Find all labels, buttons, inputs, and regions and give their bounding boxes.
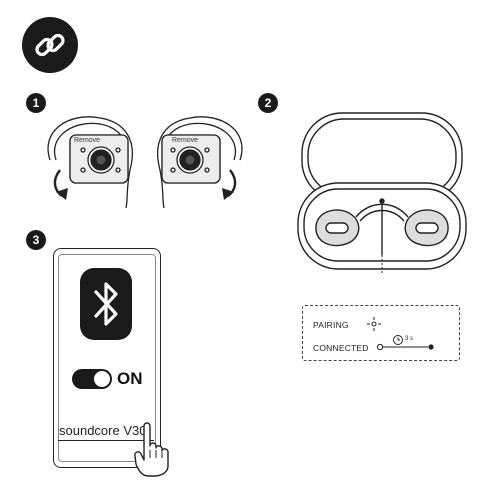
connected-label: CONNECTED bbox=[313, 343, 369, 353]
remove-label-left: Remove bbox=[74, 137, 101, 144]
pairing-label: PAIRING bbox=[313, 320, 349, 330]
connected-duration: 3 s bbox=[405, 336, 414, 342]
bluetooth-toggle[interactable] bbox=[72, 369, 112, 389]
connected-timeline-icon bbox=[376, 335, 434, 351]
step-badge-2: 2 bbox=[258, 93, 278, 113]
toggle-knob bbox=[94, 371, 110, 387]
device-list-item[interactable]: soundcore V30i bbox=[59, 423, 150, 438]
earbuds-removal-illustration bbox=[47, 116, 243, 209]
header-link-badge bbox=[22, 17, 78, 73]
phone-screen bbox=[58, 254, 156, 462]
bluetooth-state-label: ON bbox=[117, 369, 143, 388]
link-icon bbox=[35, 33, 65, 57]
step-badge-3: 3 bbox=[26, 230, 46, 250]
tap-hand-icon bbox=[134, 422, 169, 477]
bluetooth-icon bbox=[94, 282, 118, 326]
charging-case-illustration bbox=[297, 112, 467, 275]
remove-label-right: Remove bbox=[172, 137, 199, 144]
status-panel bbox=[302, 305, 460, 361]
pairing-blink-icon bbox=[367, 317, 381, 331]
step-badge-1: 1 bbox=[26, 93, 46, 113]
bluetooth-badge bbox=[80, 268, 132, 340]
device-divider bbox=[58, 440, 154, 441]
